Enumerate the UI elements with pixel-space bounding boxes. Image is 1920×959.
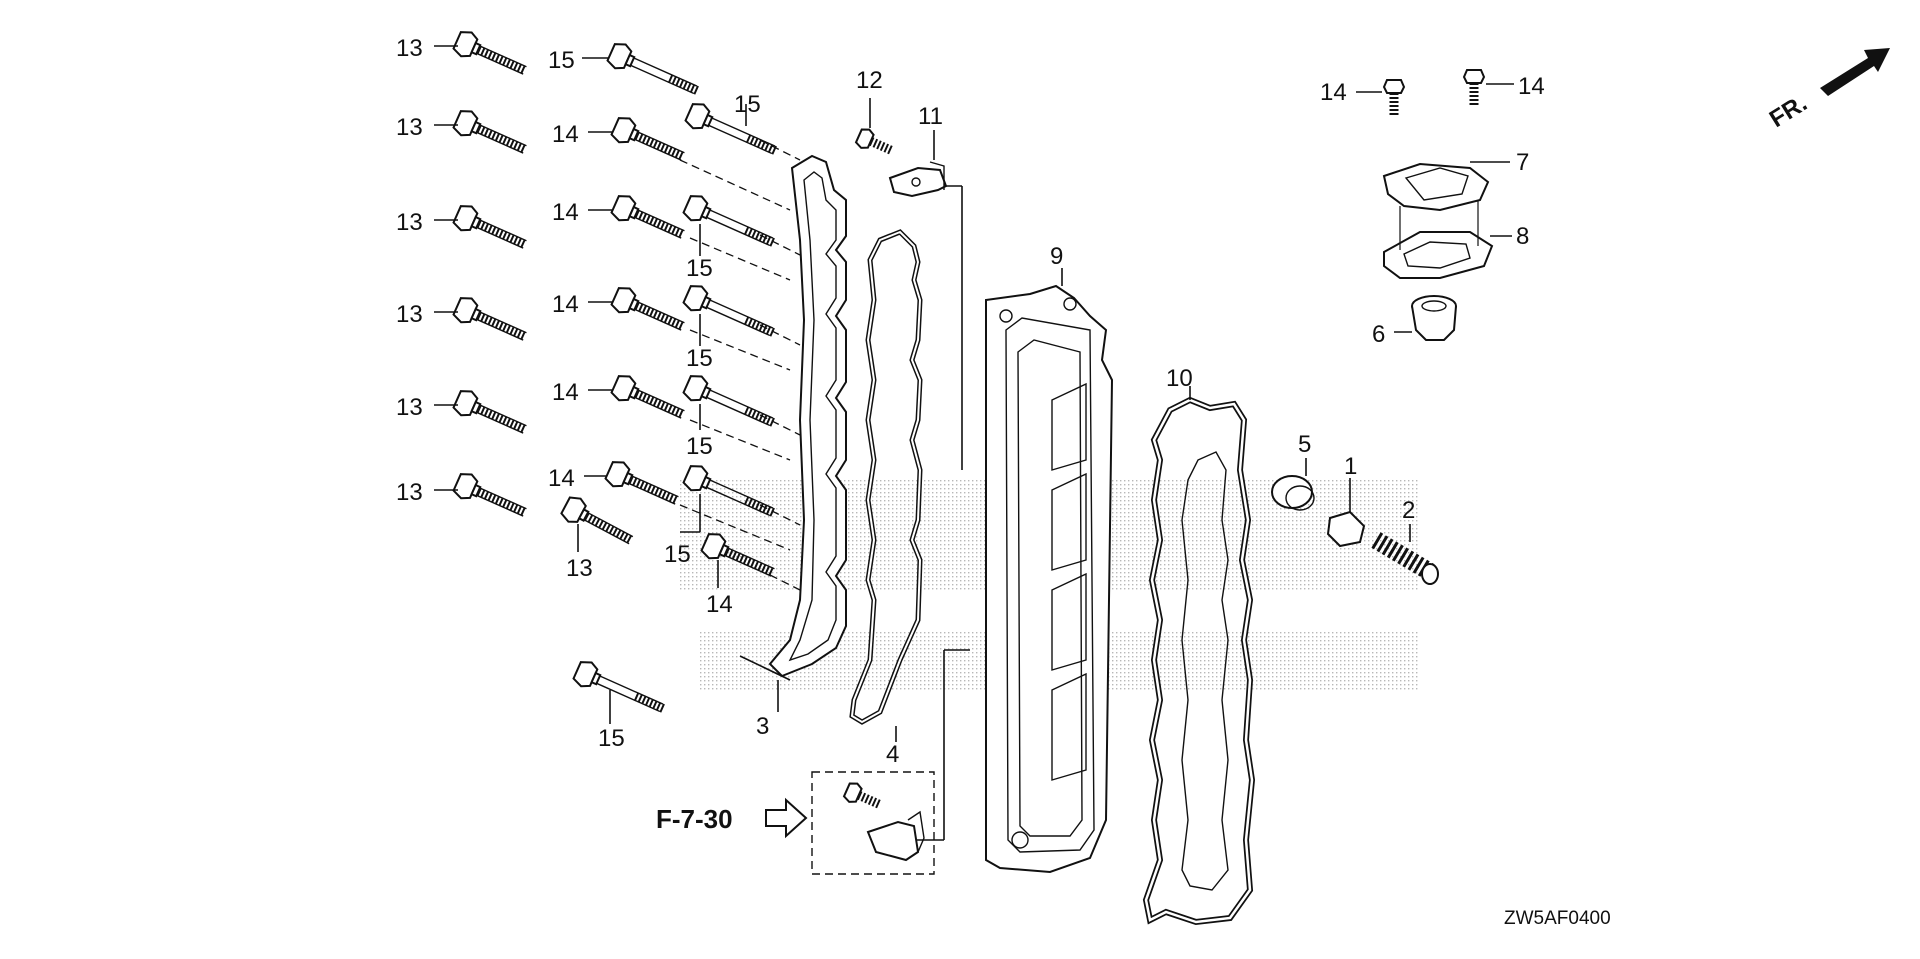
callout-15-b: 15 [734, 91, 761, 118]
callout-9: 9 [1050, 243, 1063, 270]
bolt-15-group [572, 40, 780, 724]
callout-15-d: 15 [686, 345, 713, 372]
callout-15-e: 15 [686, 433, 713, 460]
bolt-13-group [434, 28, 637, 552]
gasket-3 [739, 154, 847, 712]
cover-9 [985, 268, 1114, 874]
plug-5 [1271, 458, 1315, 511]
valve-1 [1326, 478, 1366, 548]
bolt-14-group [584, 114, 778, 588]
callout-11: 11 [918, 103, 943, 130]
diagram-code: ZW5AF0400 [1504, 908, 1611, 929]
callout-5: 5 [1298, 431, 1311, 458]
callout-13-b: 13 [396, 114, 423, 141]
callout-13-a: 13 [396, 35, 423, 62]
callout-13-e: 13 [396, 394, 423, 421]
callout-14-c: 14 [552, 291, 579, 318]
callout-13-d: 13 [396, 301, 423, 328]
bolt-14-cap-group [1356, 70, 1514, 116]
spring-2 [1371, 524, 1439, 585]
callout-4: 4 [886, 741, 899, 768]
gasket-4 [849, 229, 923, 742]
gasket-10 [1142, 386, 1256, 926]
callout-14-e: 14 [548, 465, 575, 492]
callout-labels: 13 13 13 13 13 13 13 14 14 14 14 14 14 1… [396, 35, 1812, 929]
callout-3: 3 [756, 713, 769, 740]
alignment-lines [679, 139, 801, 591]
callout-15-a: 15 [548, 47, 575, 74]
callout-2: 2 [1402, 497, 1415, 524]
callout-14-b: 14 [552, 199, 579, 226]
callout-13-f: 13 [396, 479, 423, 506]
callout-7: 7 [1516, 149, 1529, 176]
callout-15-f: 15 [664, 541, 691, 568]
front-direction-label: FR. [1765, 90, 1812, 133]
callout-8: 8 [1516, 223, 1529, 250]
callout-14-a: 14 [552, 121, 579, 148]
thermostat-6 [1394, 295, 1457, 341]
bracket-11 [855, 98, 963, 470]
reference-detail-box [765, 649, 970, 875]
callout-15-g: 15 [598, 725, 625, 752]
callout-14-d: 14 [552, 379, 579, 406]
callout-1: 1 [1344, 453, 1357, 480]
callout-14-h: 14 [1518, 73, 1545, 100]
callout-14-g: 14 [1320, 79, 1347, 106]
callout-13-c: 13 [396, 209, 423, 236]
callout-14-f: 14 [706, 591, 733, 618]
front-direction-arrow [1820, 48, 1890, 96]
cap-7 [1382, 161, 1510, 212]
callout-15-c: 15 [686, 255, 713, 282]
callout-6: 6 [1372, 321, 1385, 348]
reference-label: F-7-30 [656, 804, 733, 834]
gasket-8 [1383, 200, 1512, 279]
callout-13-g: 13 [566, 555, 593, 582]
callout-12: 12 [856, 67, 883, 94]
callout-10: 10 [1166, 365, 1193, 392]
